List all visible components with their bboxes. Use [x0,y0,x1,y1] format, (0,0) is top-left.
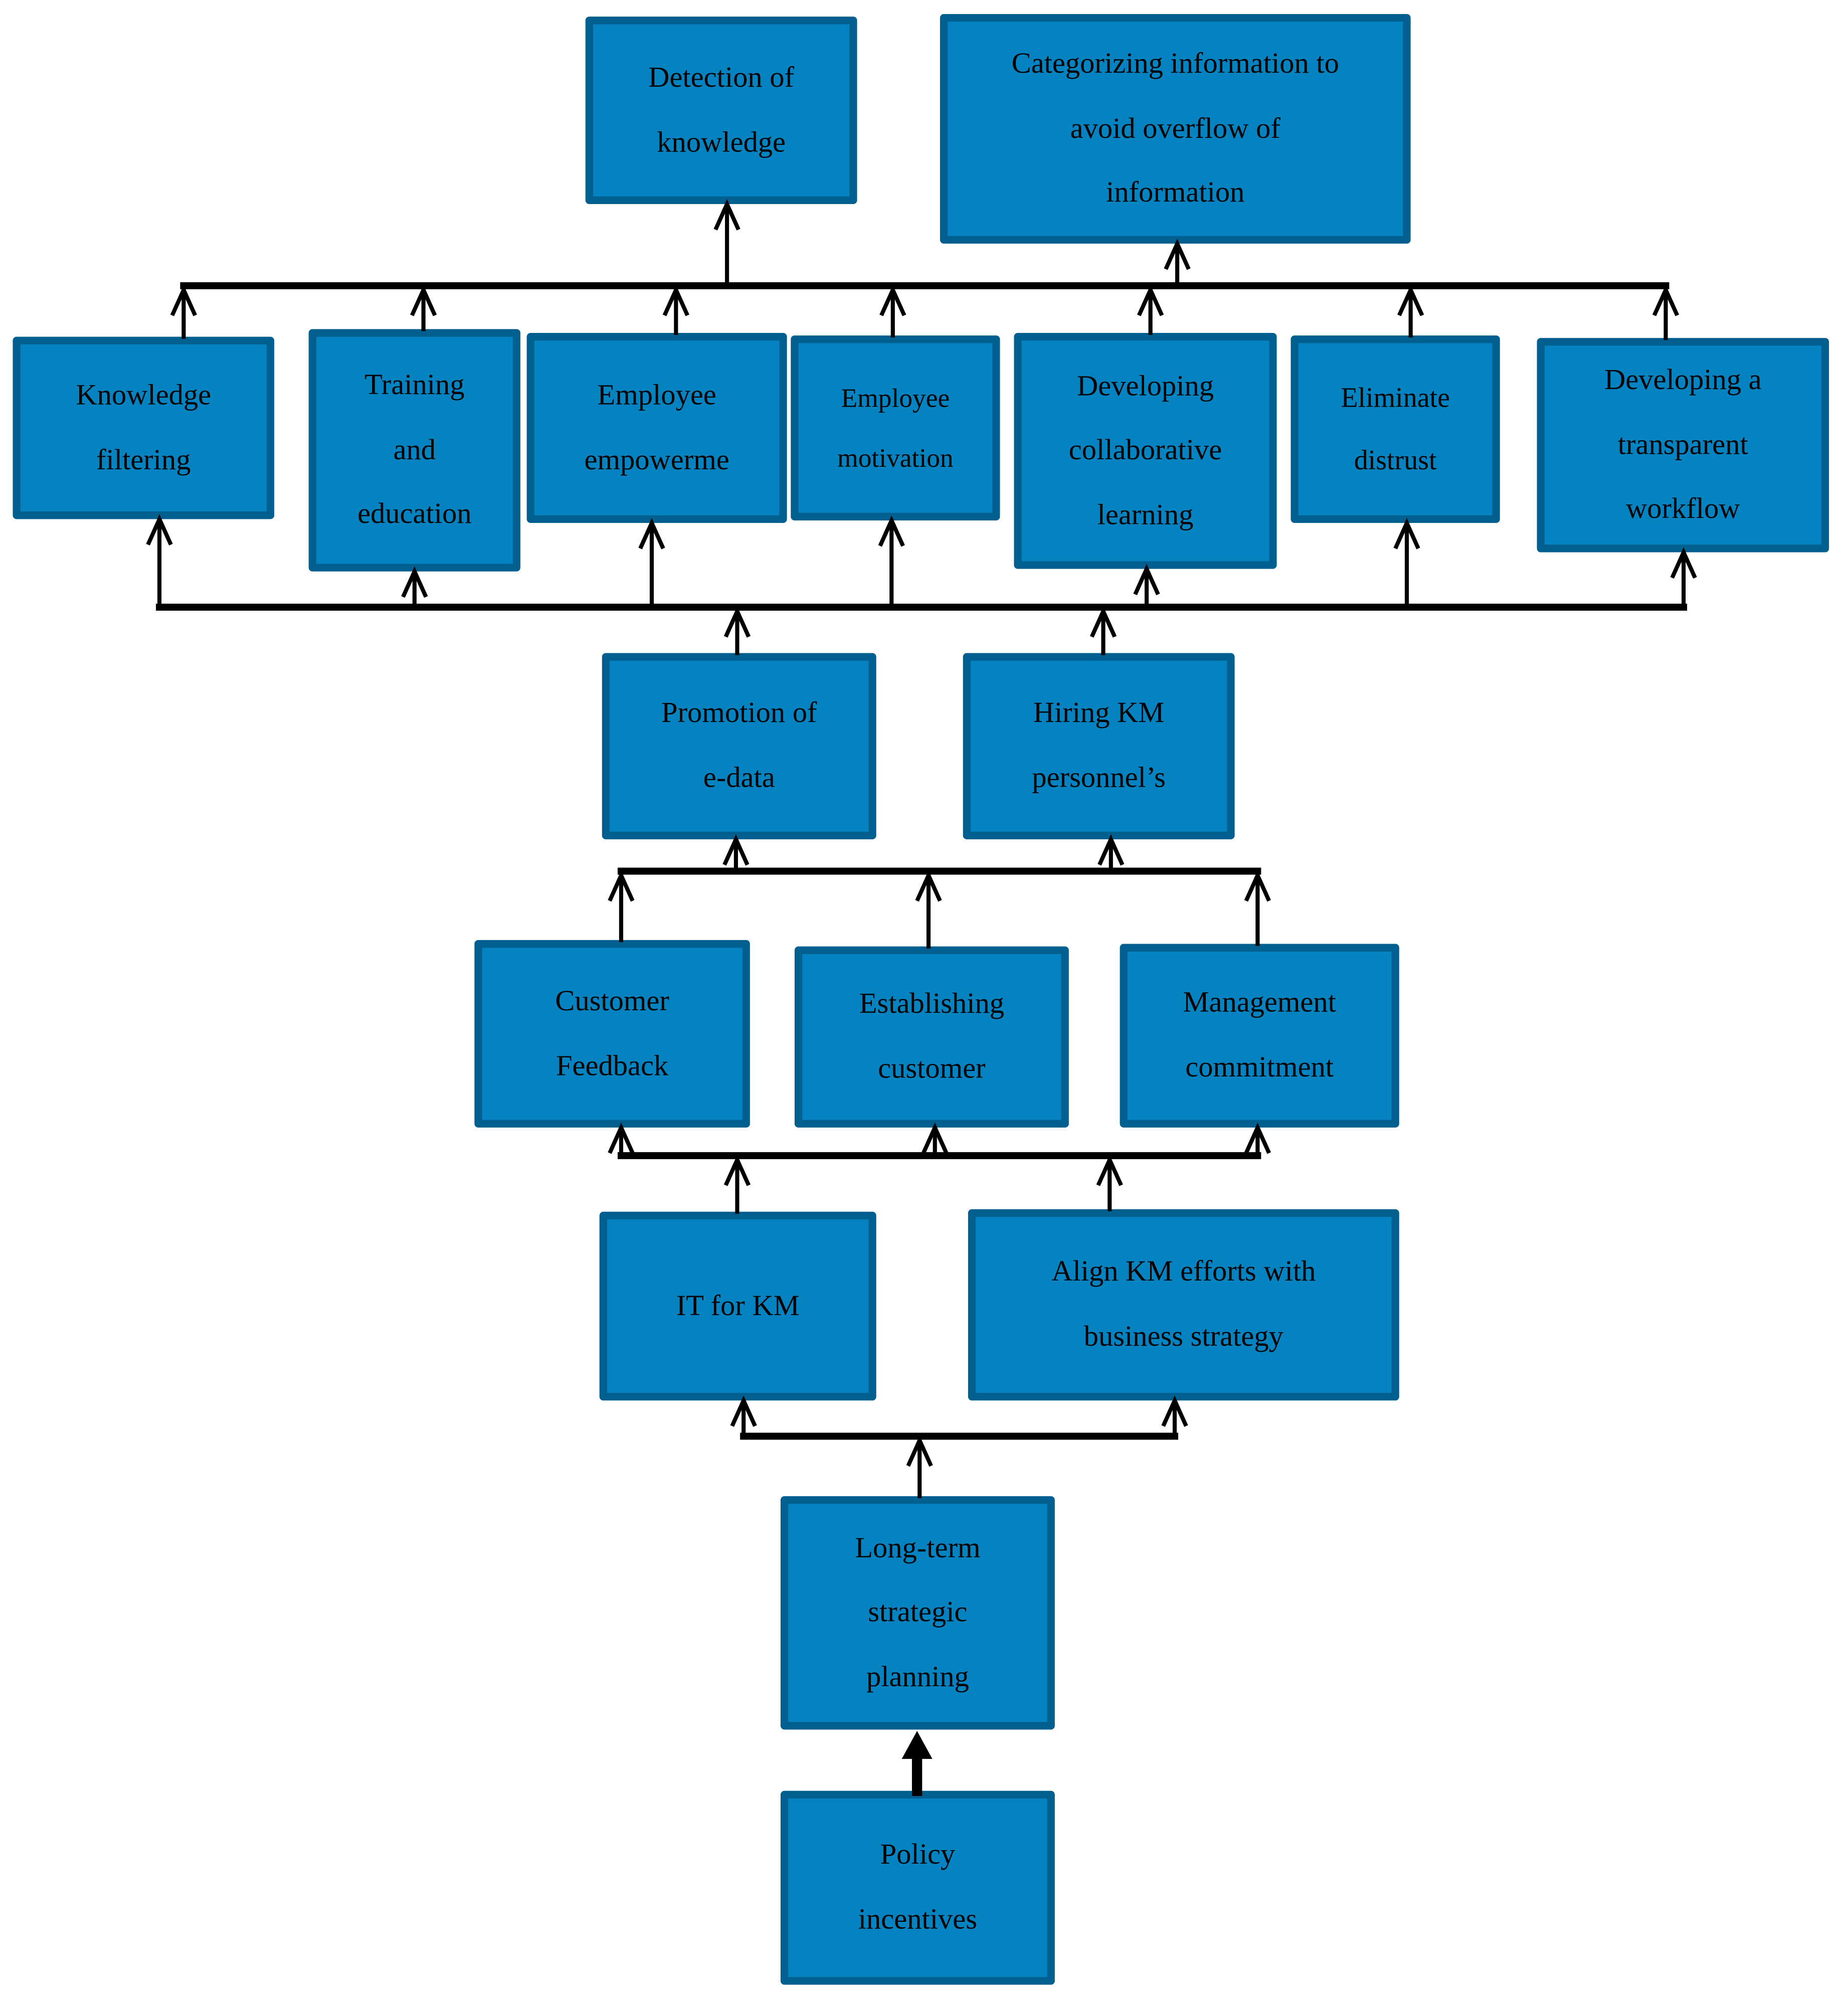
bus-level-1-source-arrow-5-head [1397,285,1424,316]
bus-level-4-target-arrow-0-head [608,1122,635,1154]
bus-level-2-target-arrow-4-head [1133,564,1160,596]
bus-level-2-source-arrow-0-head [723,606,751,638]
it-for-km-node: IT for KM [599,1211,876,1401]
bus-level-2-target-arrow-6-head [1670,547,1697,579]
bus-level-3-source-arrow-1-head [915,870,942,902]
detection-of-knowledge-node: Detection of knowledge [585,17,857,205]
bus-level-3-target-arrow-0-head [722,834,750,866]
eliminate-distrust-node: Eliminate distrust [1290,335,1500,523]
employee-empowerme-node: Employee empowerme [526,332,787,523]
bus-level-1-source-arrow-3-head [879,285,906,316]
bus-level-1-source-arrow-4-head [1137,285,1164,316]
bus-level-5-source-arrow-0-head [906,1435,933,1467]
employee-motivation-node: Employee motivation [791,335,1000,520]
bus-level-3-target-arrow-1-head [1097,834,1125,866]
training-and-education-node: Training and education [308,329,520,572]
establishing-customer-node: Establishing customer [794,946,1069,1128]
policy-to-longterm-thick-arrow [901,1731,933,1796]
bus-level-2-target-arrow-2-head [638,518,665,550]
promotion-of-e-data-node: Promotion of e-data [602,653,876,839]
bus-level-4-source-arrow-0-head [723,1155,751,1186]
bus-level-1 [170,199,1680,340]
policy-incentives-node: Policy incentives [780,1790,1055,1985]
bus-level-2-target-arrow-3-head [878,515,905,547]
management-commitment-node: Management commitment [1120,944,1399,1128]
developing-collaborative-learning-node: Developing collaborative learning [1014,332,1277,569]
align-km-efforts-node: Align KM efforts with business strategy [968,1209,1399,1401]
hiring-km-personnels-node: Hiring KM personnel’s [963,653,1235,839]
categorizing-information-node: Categorizing information to avoid overfl… [940,14,1411,244]
bus-level-2-target-arrow-0-head [146,514,173,546]
bus-level-1-source-arrow-1-head [410,285,437,316]
bus-level-1-source-arrow-2-head [662,285,689,316]
bus-level-5-target-arrow-0-head [730,1395,757,1427]
long-term-strategic-planning-node: Long-term strategic planning [780,1496,1055,1730]
bus-level-1-source-arrow-6-head [1652,285,1680,316]
bus-level-2-target-arrow-5-head [1393,518,1420,550]
bus-level-2-source-arrow-1-head [1089,606,1117,638]
customer-feedback-node: Customer Feedback [474,940,750,1128]
bus-level-4 [608,1122,1271,1214]
knowledge-filtering-node: Knowledge filtering [13,336,274,519]
bus-level-1-source-arrow-0-head [170,285,197,316]
bus-level-4-target-arrow-2-head [1244,1122,1271,1154]
developing-a-transparent-workflow-node: Developing a transparent workflow [1537,338,1829,553]
bus-level-3-source-arrow-2-head [1244,870,1271,902]
bus-level-3 [608,834,1271,949]
bus-level-1-target-arrow-1-head [1164,238,1191,270]
bus-level-4-source-arrow-1-head [1096,1155,1123,1186]
bus-level-1-target-arrow-0-head [713,199,741,231]
thick-arrow-head [901,1731,933,1759]
bus-level-3-source-arrow-0-head [608,870,635,902]
bus-level-2-target-arrow-1-head [401,566,428,598]
bus-level-5 [730,1395,1188,1499]
bus-level-5-target-arrow-1-head [1161,1395,1188,1427]
bus-level-4-target-arrow-1-head [921,1122,949,1154]
